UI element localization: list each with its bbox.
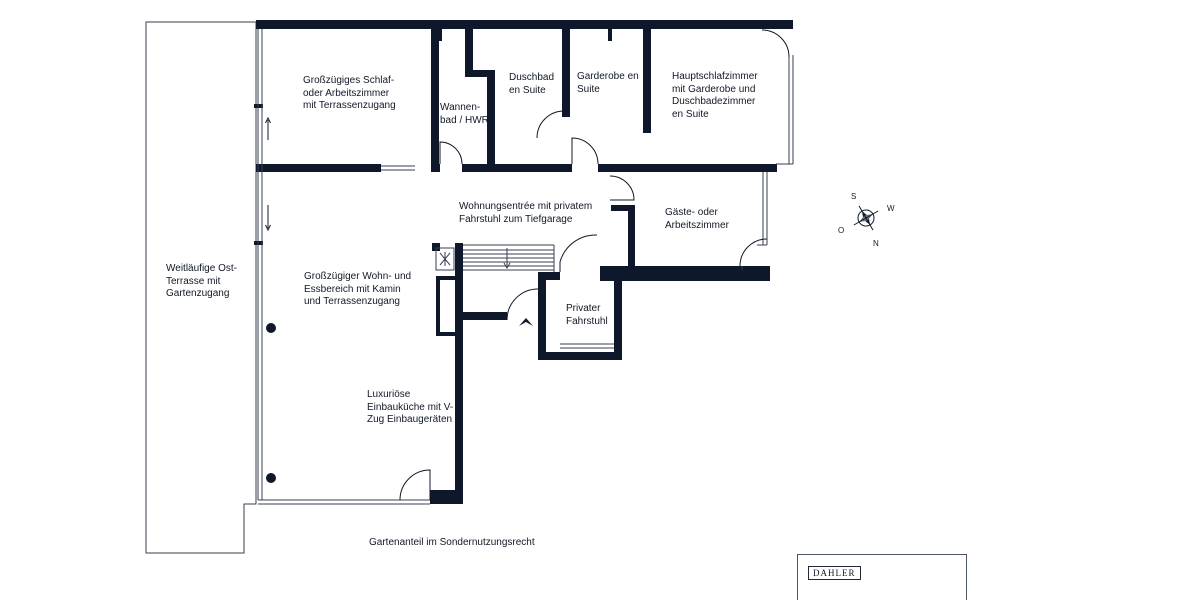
room-label-wardrobe: Garderobe en Suite: [577, 71, 639, 95]
room-label-bathtub: Wannen- bad / HWR: [440, 102, 489, 126]
room-label-kitchen: Luxuriöse Einbauküche mit V- Zug Einbaug…: [367, 389, 454, 425]
room-label-shower: Duschbad en Suite: [509, 72, 555, 96]
column-dot: [266, 473, 276, 483]
glazing: [257, 29, 794, 505]
compass-letter-s: S: [851, 192, 856, 201]
fireplace: [435, 247, 455, 271]
compass-icon: [853, 205, 879, 231]
room-label-living: Großzügiger Wohn- und Essbereich mit Kam…: [304, 271, 412, 307]
room-label-terrace: Weitläufige Ost- Terrasse mit Gartenzuga…: [166, 263, 237, 299]
room-label-guest: Gäste- oder Arbeitszimmer: [665, 207, 729, 231]
room-label-elevator: Privater Fahrstuhl: [566, 303, 608, 327]
room-label-master: Hauptschlafzimmer mit Garderobe und Dusc…: [672, 71, 758, 120]
entrance-arrow-icon: [519, 318, 533, 326]
doors: [399, 29, 790, 501]
elevator-shaft-detail: [560, 343, 614, 349]
room-label-entrance: Wohnungsentrée mit privatem Fahrstuhl zu…: [459, 201, 593, 225]
brand-logo: DAHLER: [808, 566, 861, 580]
room-label-garden: Gartenanteil im Sondernutzungsrecht: [369, 537, 535, 548]
compass-letter-n: N: [873, 239, 879, 248]
compass-letter-w: W: [887, 204, 895, 213]
staircase: [463, 244, 555, 272]
brand-logo-box: DAHLER: [797, 554, 967, 600]
walls: [254, 20, 793, 504]
room-label-study: Großzügiges Schlaf- oder Arbeitszimmer m…: [303, 75, 396, 111]
sliding-arrows: [265, 116, 271, 232]
column-dot: [266, 323, 276, 333]
compass-letter-o: O: [838, 226, 844, 235]
